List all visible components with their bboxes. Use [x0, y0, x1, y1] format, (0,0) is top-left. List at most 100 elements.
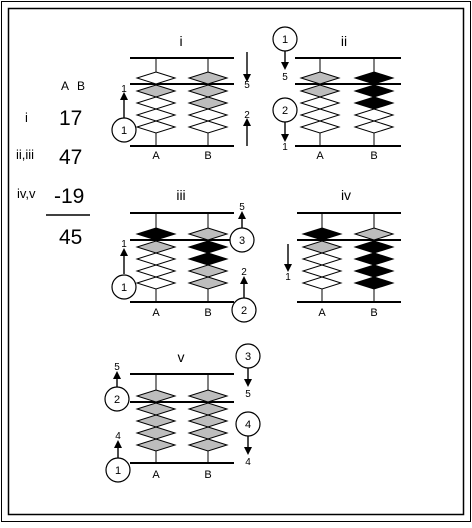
rod-label: A [152, 150, 160, 162]
summary-table: A B i 17 ii,iii 47 iv,v -19 45 [16, 79, 90, 249]
step-label: 2 [244, 110, 250, 121]
bead-gray [187, 84, 229, 98]
step-marker-label: 2 [282, 105, 288, 117]
rod-label: B [204, 307, 211, 319]
bead-white [135, 96, 177, 110]
summary-row-value: 17 [59, 107, 82, 130]
step-label: 4 [115, 431, 121, 442]
abacus-layer [130, 57, 401, 464]
bead-black [135, 227, 177, 241]
step-marker-label: 1 [121, 282, 127, 294]
bead-black [353, 71, 395, 85]
bead-white [135, 120, 177, 134]
panel-title-iv: iv [341, 187, 351, 203]
bead-gray [187, 264, 229, 278]
rod-label: B [370, 150, 377, 162]
panel-title-v: v [178, 349, 185, 365]
bead-black [353, 264, 395, 278]
bead-black [187, 240, 229, 254]
rod-label: B [204, 469, 211, 481]
step-label: 5 [245, 389, 251, 400]
bead-black [353, 96, 395, 110]
bead-gray [135, 402, 177, 416]
rod-label: B [370, 307, 377, 319]
bead-white [187, 108, 229, 122]
bead-gray [135, 414, 177, 428]
bead-black [353, 240, 395, 254]
bead-white [299, 120, 341, 134]
bead-gray [187, 389, 229, 403]
step-marker [105, 457, 131, 483]
bead-black [353, 276, 395, 290]
bead-white [299, 96, 341, 110]
bead-gray [187, 414, 229, 428]
step-label: 1 [121, 84, 127, 95]
step-marker-label: 3 [239, 235, 245, 247]
panel-i-annotations: 1 1 5 2 [111, 52, 251, 146]
step-marker [231, 297, 257, 323]
bead-gray [135, 438, 177, 452]
rod-label: B [204, 150, 211, 162]
step-label: 5 [244, 80, 250, 91]
summary-col-b: B [77, 79, 85, 93]
summary-row-value: 47 [59, 146, 82, 169]
bead-black [187, 252, 229, 266]
bead-white [135, 252, 177, 266]
bead-black [301, 227, 343, 241]
step-marker [229, 227, 255, 253]
bead-white [353, 120, 395, 134]
step-marker-label: 1 [282, 34, 288, 46]
bead-gray [187, 71, 229, 85]
bead-white [135, 71, 177, 85]
bead-gray [187, 96, 229, 110]
step-marker [111, 117, 137, 143]
bead-gray [301, 240, 343, 254]
panel-v-annotations: 5 2 4 1 3 5 4 4 [104, 343, 261, 483]
panel-iv-annotations: 1 [284, 244, 292, 283]
panel-title-ii: ii [341, 33, 347, 49]
bead-gray [353, 227, 395, 241]
bead-white [301, 252, 343, 266]
step-marker [104, 386, 130, 412]
panel-title-i: i [179, 33, 182, 49]
bead-gray [299, 71, 341, 85]
step-marker-label: 1 [121, 125, 127, 137]
bead-black [353, 84, 395, 98]
summary-col-a: A [61, 79, 69, 93]
bead-gray [135, 240, 177, 254]
bead-white [135, 276, 177, 290]
step-label: 1 [285, 272, 291, 283]
bead-gray [135, 84, 177, 98]
summary-result: 45 [59, 226, 82, 249]
step-marker [111, 274, 137, 300]
summary-row-label: iv,v [17, 186, 36, 201]
bead-gray [187, 438, 229, 452]
summary-row-label: ii,iii [16, 147, 34, 162]
summary-row-value: -19 [54, 185, 84, 208]
step-label: 2 [241, 267, 247, 278]
bead-white [353, 108, 395, 122]
bead-white [301, 264, 343, 278]
panel-iii-annotations: 5 3 1 1 2 2 [111, 202, 257, 323]
summary-row-label: i [25, 110, 28, 125]
bead-gray [135, 389, 177, 403]
step-label: 4 [245, 457, 251, 468]
bead-gray [187, 426, 229, 440]
step-marker-label: 4 [245, 419, 251, 431]
bead-gray [187, 276, 229, 290]
panel-ii-annotations: 1 5 2 1 [272, 26, 298, 153]
step-marker-label: 3 [245, 351, 251, 363]
step-label: 5 [282, 72, 288, 83]
step-label: 1 [282, 142, 288, 153]
bead-white [187, 120, 229, 134]
step-marker-label: 1 [115, 465, 121, 477]
rod-label: A [316, 150, 324, 162]
panel-title-iii: iii [176, 187, 185, 203]
step-label: 5 [239, 202, 245, 213]
inner-frame [7, 7, 465, 516]
step-marker-label: 2 [114, 394, 120, 406]
bead-white [299, 108, 341, 122]
